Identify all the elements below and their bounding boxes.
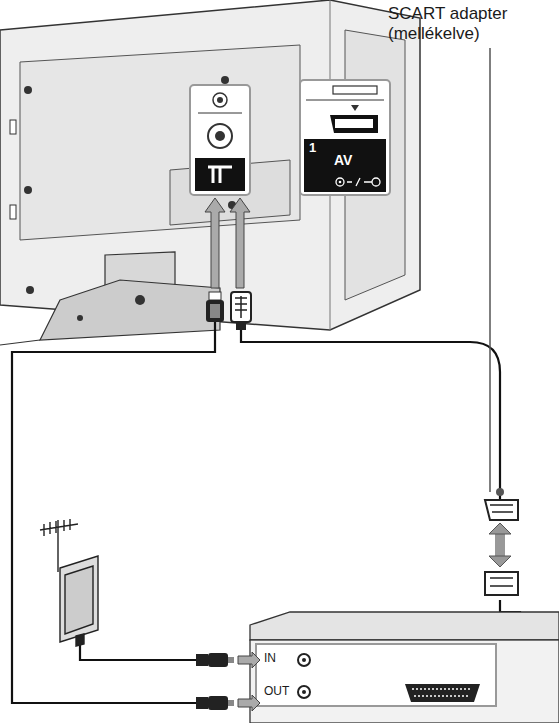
tv-back — [10, 205, 16, 219]
antenna-port-inset — [213, 93, 227, 107]
outdoor-antenna — [40, 519, 78, 536]
av-scart-inset — [330, 115, 378, 133]
jack-label: IN — [264, 652, 276, 666]
jack-label: OUT — [264, 685, 289, 699]
av-scart-inset — [351, 105, 359, 111]
scart-plugs — [485, 500, 518, 520]
tv-back — [40, 280, 220, 340]
insert-arrows — [230, 198, 250, 288]
outdoor-antenna — [65, 566, 93, 634]
vcr-device — [250, 612, 559, 723]
antenna-port-inset — [198, 113, 242, 114]
outdoor-antenna — [60, 556, 98, 642]
outdoor-antenna — [40, 519, 98, 646]
tv-back — [0, 0, 420, 330]
av-scart-inset — [347, 178, 372, 186]
part-label: SCART adapter (mellékelve) — [388, 4, 540, 43]
vcr-device — [302, 690, 306, 694]
vcr-device — [405, 684, 480, 702]
tv-back — [24, 86, 32, 94]
coax-plugs — [196, 697, 208, 709]
port-number: 1 — [309, 141, 316, 156]
cables — [496, 488, 504, 496]
antenna-port-inset — [208, 167, 232, 183]
port-label: AV — [334, 152, 352, 168]
outdoor-antenna — [76, 634, 84, 646]
tv-plugs — [235, 296, 247, 318]
av-scart-inset — [300, 80, 390, 195]
tv-back — [10, 120, 16, 134]
vcr-device — [250, 640, 559, 723]
antenna-port-inset — [190, 85, 250, 195]
av-scart-inset — [336, 178, 344, 186]
tv-plugs — [236, 322, 246, 330]
scart-plugs — [489, 523, 511, 567]
cables — [489, 48, 491, 492]
tv-back — [221, 76, 229, 84]
tv-back — [135, 295, 145, 305]
insert-arrows — [205, 198, 250, 288]
antenna-port-inset — [195, 158, 245, 191]
tv-back — [20, 45, 300, 240]
coax-plugs — [228, 700, 234, 706]
vcr-device — [412, 689, 472, 696]
tv-back — [26, 286, 34, 294]
av-scart-inset — [339, 181, 342, 184]
coax-plugs — [238, 695, 260, 711]
tv-back — [77, 315, 83, 321]
vcr-device — [298, 654, 310, 666]
av-scart-inset — [306, 100, 384, 101]
vcr-device — [302, 658, 306, 662]
tv-plugs — [209, 292, 221, 300]
antenna-port-inset — [217, 97, 223, 103]
tv-plugs — [210, 304, 220, 318]
av-scart-inset — [372, 178, 380, 186]
coax-plugs — [208, 653, 228, 667]
av-scart-inset — [304, 139, 386, 192]
tv-back — [0, 0, 420, 345]
antenna-port-inset — [208, 124, 232, 148]
cables — [241, 330, 500, 500]
coax-plugs — [208, 696, 228, 710]
coax-plugs — [196, 652, 260, 711]
av-scart-inset — [333, 86, 377, 94]
coax-plugs — [196, 654, 208, 666]
tv-plugs — [231, 292, 251, 322]
scart-plugs — [485, 572, 518, 595]
av-scart-inset — [335, 119, 373, 128]
scart-plugs — [490, 578, 513, 586]
cables — [12, 322, 215, 703]
coax-plugs — [228, 657, 234, 663]
tv-back — [0, 340, 40, 345]
antenna-port-inset — [215, 131, 225, 141]
vcr-device — [250, 612, 559, 640]
scart-plugs — [490, 505, 513, 512]
tv-plugs — [206, 300, 224, 322]
tv-back — [24, 186, 32, 194]
tv-plugs — [206, 292, 251, 330]
coax-plugs — [238, 652, 260, 668]
insert-arrows — [205, 198, 225, 288]
antenna-port-inset — [190, 85, 250, 195]
cables — [12, 48, 520, 703]
vcr-device — [298, 686, 310, 698]
av-scart-inset — [300, 80, 390, 195]
cables — [80, 638, 196, 660]
vcr-device — [256, 644, 496, 706]
